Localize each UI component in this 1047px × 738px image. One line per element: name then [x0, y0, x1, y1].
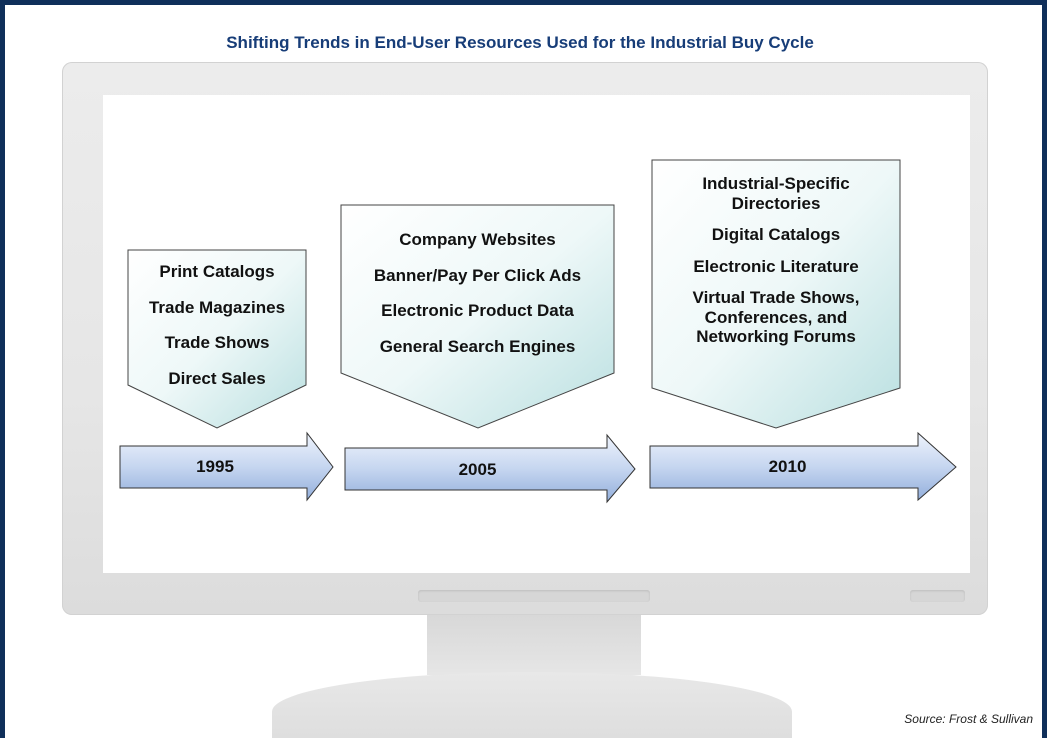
resource-item: Electronic Literature: [693, 256, 859, 276]
callout-2005-text: Company Websites Banner/Pay Per Click Ad…: [341, 230, 614, 356]
arrow-2005: [344, 433, 636, 504]
callout-2010: [651, 159, 901, 429]
resource-item: Print Catalogs: [159, 262, 275, 281]
resource-item: Digital Catalogs: [711, 225, 841, 245]
resource-item: Electronic Product Data: [381, 301, 574, 321]
monitor-power-button: [910, 590, 965, 602]
callout-1995: [127, 249, 307, 429]
resource-item: Direct Sales: [168, 368, 266, 388]
resource-item: Banner/Pay Per Click Ads: [373, 265, 582, 285]
monitor-stand-neck: [427, 615, 641, 675]
monitor-stand-base: [272, 672, 792, 738]
resource-item: Company Websites: [399, 230, 556, 249]
resource-item: Trade Magazines: [148, 297, 286, 317]
resource-item: Trade Shows: [164, 333, 270, 353]
year-label-1995: 1995: [196, 457, 234, 476]
resource-item: General Search Engines: [379, 336, 576, 356]
monitor-buttons: [418, 590, 650, 602]
arrow-2010: [649, 431, 957, 502]
arrow-1995: [119, 431, 334, 502]
callout-2005: [340, 204, 615, 429]
year-label-2005: 2005: [458, 460, 497, 479]
callout-2010-text: Industrial-Specific Directories Digital …: [652, 174, 900, 347]
figure-title: Shifting Trends in End-User Resources Us…: [226, 33, 814, 52]
year-label-2010: 2010: [768, 457, 807, 476]
callout-1995-text: Print Catalogs Trade Magazines Trade Sho…: [128, 262, 306, 388]
source-note: Source: Frost & Sullivan: [904, 712, 1033, 726]
resource-item: Virtual Trade Shows, Conferences, and Ne…: [692, 288, 860, 347]
resource-item: Industrial-Specific Directories: [702, 174, 850, 213]
